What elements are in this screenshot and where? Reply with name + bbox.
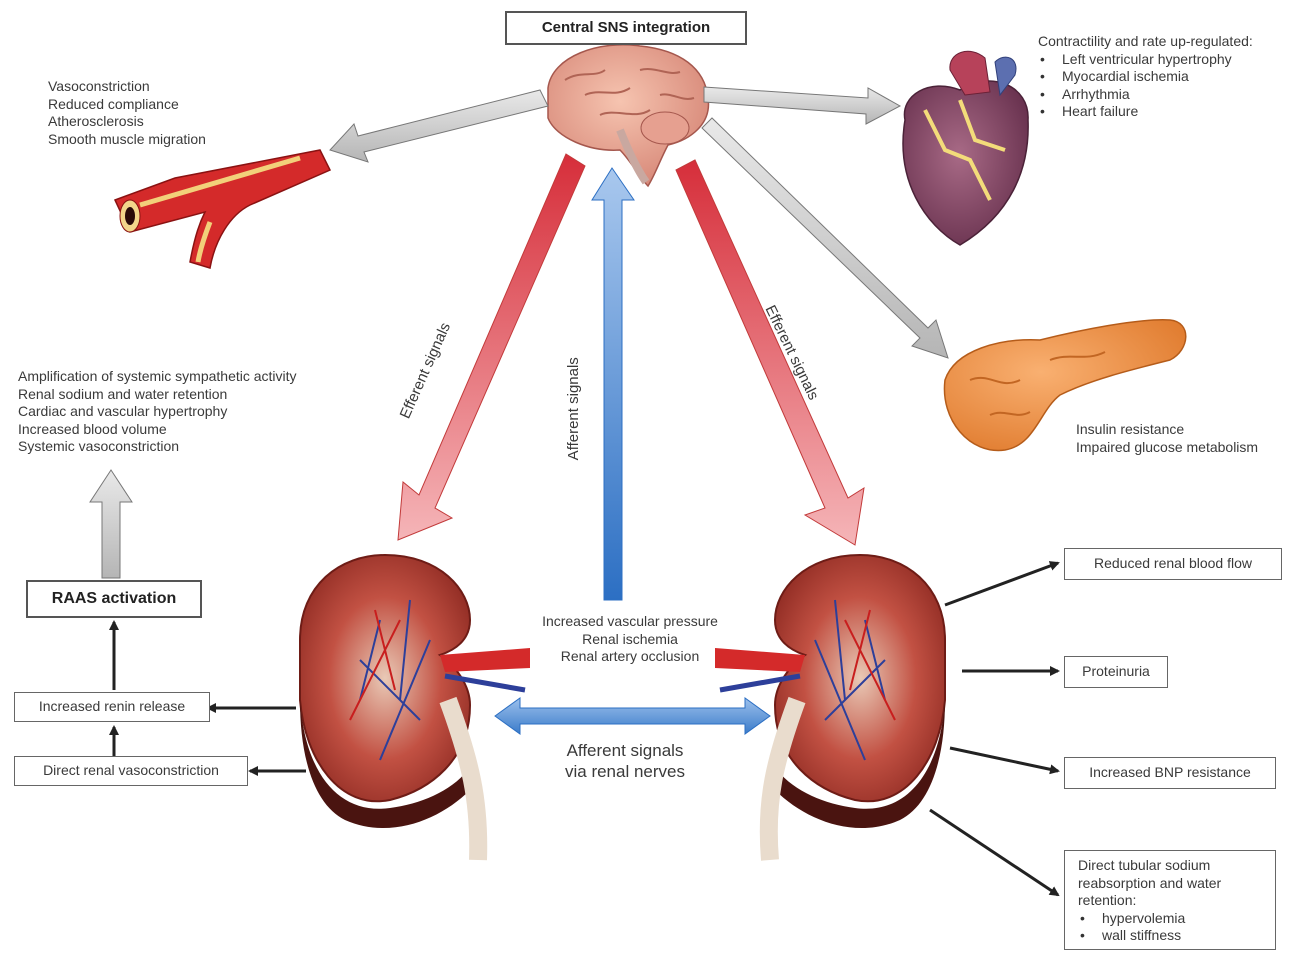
afferent-arrow-vertical (592, 168, 634, 600)
afferent-arrow-horizontal (495, 698, 770, 734)
center-triggers: Increased vascular pressure Renal ischem… (520, 613, 740, 666)
vessel-effects-list: Vasoconstriction Reduced compliance Athe… (48, 78, 206, 148)
tubular-items: hypervolemia wall stiffness (1078, 910, 1275, 945)
arrow-raas-to-systemic (90, 470, 132, 578)
pancreas-effect: Impaired glucose metabolism (1076, 439, 1258, 457)
vessel-effect: Smooth muscle migration (48, 131, 206, 149)
raas-activation-box: RAAS activation (26, 580, 202, 618)
vessel-effect: Reduced compliance (48, 96, 206, 114)
proteinuria-label: Proteinuria (1082, 663, 1150, 679)
reduced-blood-flow-box: Reduced renal blood flow (1064, 548, 1282, 580)
systemic-effect: Renal sodium and water retention (18, 386, 297, 404)
trigger-line: Renal ischemia (520, 631, 740, 649)
pancreas-effect: Insulin resistance (1076, 421, 1258, 439)
arrow-brain-to-artery (330, 90, 548, 162)
tubular-line: retention: (1078, 892, 1275, 910)
heart-effect: Myocardial ischemia (1038, 68, 1253, 86)
heart-effects: Contractility and rate up-regulated: Lef… (1038, 33, 1253, 121)
proteinuria-box: Proteinuria (1064, 656, 1168, 688)
raas-label: RAAS activation (52, 590, 176, 607)
systemic-effect: Amplification of systemic sympathetic ac… (18, 368, 297, 386)
direct-vaso-label: Direct renal vasoconstriction (43, 762, 219, 778)
efferent-arrow-right (676, 160, 864, 545)
tubular-item: hypervolemia (1078, 910, 1275, 928)
bnp-resistance-box: Increased BNP resistance (1064, 757, 1276, 789)
systemic-effect: Systemic vasoconstriction (18, 438, 297, 456)
trigger-line: Increased vascular pressure (520, 613, 740, 631)
left-kidney-illustration (300, 555, 530, 860)
afferent-nerves-line: Afferent signals (520, 740, 730, 761)
renin-release-box: Increased renin release (14, 692, 210, 722)
pancreas-effects-list: Insulin resistance Impaired glucose meta… (1076, 421, 1258, 456)
vessel-effect: Atherosclerosis (48, 113, 206, 131)
afferent-nerves-line: via renal nerves (520, 761, 730, 782)
heart-effect: Left ventricular hypertrophy (1038, 51, 1253, 69)
tubular-item: wall stiffness (1078, 927, 1275, 945)
vessel-effect: Vasoconstriction (48, 78, 206, 96)
heart-effects-list: Left ventricular hypertrophy Myocardial … (1038, 51, 1253, 121)
central-sns-box: Central SNS integration (505, 11, 747, 45)
heart-heading: Contractility and rate up-regulated: (1038, 33, 1253, 51)
bnp-label: Increased BNP resistance (1089, 764, 1251, 780)
trigger-line: Renal artery occlusion (520, 648, 740, 666)
afferent-nerves-label: Afferent signals via renal nerves (520, 740, 730, 782)
tubular-line: reabsorption and water (1078, 875, 1275, 893)
systemic-effect: Cardiac and vascular hypertrophy (18, 403, 297, 421)
tubular-reabsorption-box: Direct tubular sodium reabsorption and w… (1064, 850, 1276, 950)
tubular-line: Direct tubular sodium (1078, 857, 1275, 875)
heart-effect: Heart failure (1038, 103, 1253, 121)
arrow-kidney-to-bnp (950, 748, 1058, 771)
renin-label: Increased renin release (39, 698, 185, 714)
afferent-label-vertical: Afferent signals (565, 357, 583, 460)
heart-illustration (903, 51, 1028, 245)
systemic-effects-list: Amplification of systemic sympathetic ac… (18, 368, 297, 456)
reduced-flow-label: Reduced renal blood flow (1094, 555, 1252, 571)
arrow-brain-to-heart (704, 87, 900, 124)
arrow-kidney-to-tubular (930, 810, 1058, 895)
systemic-effect: Increased blood volume (18, 421, 297, 439)
central-sns-title: Central SNS integration (542, 19, 710, 36)
direct-vasoconstriction-box: Direct renal vasoconstriction (14, 756, 248, 786)
heart-effect: Arrhythmia (1038, 86, 1253, 104)
arrow-kidney-to-flow (945, 563, 1058, 605)
artery-illustration (115, 150, 330, 268)
